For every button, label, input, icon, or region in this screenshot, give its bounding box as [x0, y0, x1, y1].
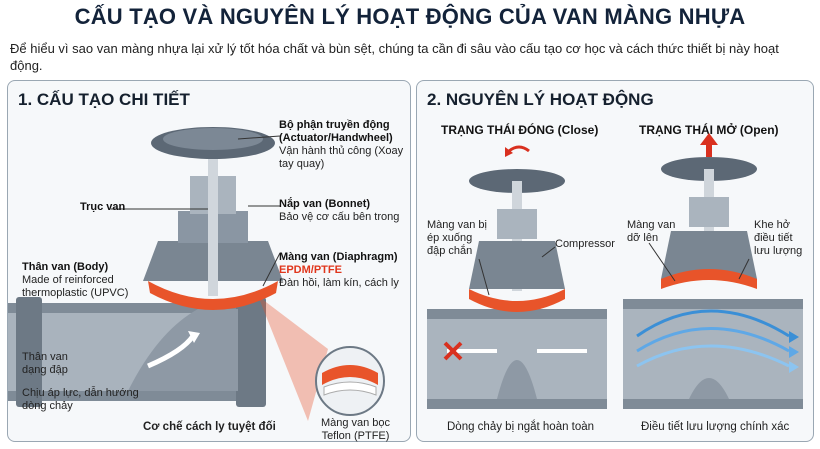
open-flow-3	[636, 344, 790, 368]
pressure-label: Chịu áp lực, dẫn hướng dòng chảy	[22, 387, 139, 412]
rotate-arrow-head	[505, 147, 513, 157]
leader-lifted	[648, 242, 676, 282]
bonnet-desc: Bảo vệ cơ cấu bên trong	[279, 211, 400, 223]
bonnet-label: Nắp van (Bonnet) Bảo vệ cơ cấu bên trong	[279, 198, 407, 224]
open-flow-1	[636, 309, 790, 338]
diaphragm-label: Màng van (Diaphragm) EPDM/PTFE Đàn hồi, …	[279, 251, 407, 290]
closed-state-title: TRẠNG THÁI ĐÓNG (Close)	[441, 123, 599, 137]
ptfe-callout-label: Màng van bọc Teflon (PTFE)	[320, 417, 391, 442]
flow-arrow	[147, 334, 196, 369]
operation-figures	[427, 133, 803, 409]
rotate-arrow	[508, 145, 530, 153]
actuator-title: Bộ phận truyền động (Actuator/Handwheel)	[279, 119, 393, 144]
open-weir	[689, 378, 729, 399]
operation-heading: 2. NGUYÊN LÝ HOẠT ĐỘNG	[427, 90, 654, 109]
diaphragm-title: Màng van (Diaphragm)	[279, 251, 398, 263]
flow-arrow-head	[188, 331, 200, 343]
body-weir	[128, 309, 238, 391]
leader-actuator	[237, 135, 281, 140]
structure-panel: 1. CẤU TẠO CHI TIẾT Bộ phận truyền động	[7, 80, 411, 442]
isolation-caption: Cơ chế cách ly tuyệt đối	[143, 421, 276, 433]
open-flow-head-3	[789, 361, 799, 373]
actuator-desc: Vận hành thủ công (Xoay tay quay)	[279, 145, 404, 170]
open-state-title: TRẠNG THÁI MỞ (Open)	[639, 123, 779, 137]
closed-valve	[427, 145, 607, 409]
intro-text: Để hiểu vì sao van màng nhựa lại xử lý t…	[10, 41, 779, 73]
gap-label: Khe hở điều tiết lưu lượng	[754, 219, 803, 257]
pipe-flange-left	[16, 297, 42, 407]
open-flow-2	[636, 327, 790, 353]
page-title: CẤU TẠO VÀ NGUYÊN LÝ HOẠT ĐỘNG CỦA VAN M…	[74, 4, 746, 29]
closed-bonnet	[469, 241, 565, 289]
callout-beam	[258, 296, 328, 421]
body-desc: Made of reinforced thermoplastic (UPVC)	[22, 274, 129, 299]
leader-pressed	[478, 258, 490, 296]
lift-arrow-head	[700, 133, 718, 145]
diaphragm-desc: Đàn hồi, làm kín, cách ly	[279, 277, 399, 289]
closed-caption: Dòng chảy bị ngắt hoàn toàn	[447, 421, 595, 433]
ptfe-callout-circle	[315, 346, 385, 416]
open-valve	[623, 133, 803, 409]
leader-compressor	[541, 246, 556, 258]
compressor-label: Compressor	[555, 238, 615, 250]
open-caption: Điều tiết lưu lượng chính xác	[641, 421, 790, 433]
closed-diaphragm	[469, 289, 565, 312]
closed-x-mark-2	[443, 341, 463, 361]
ptfe-film	[323, 381, 377, 396]
bonnet-title: Nắp van (Bonnet)	[279, 198, 371, 210]
diaphragm-material: EPDM/PTFE	[279, 264, 342, 276]
leader-diaphragm	[262, 252, 281, 287]
open-bonnet	[661, 231, 757, 279]
open-flow-head-2	[789, 346, 799, 358]
body-label: Thân van (Body) Made of reinforced therm…	[22, 261, 142, 300]
lift-arrow-shaft	[706, 143, 712, 157]
closed-weir	[497, 360, 537, 399]
open-diaphragm	[661, 269, 757, 289]
lifted-label: Màng van dỡ lên	[627, 219, 676, 244]
valve-cross-section	[8, 127, 385, 421]
leader-gap	[738, 258, 750, 280]
structure-heading: 1. CẤU TẠO CHI TIẾT	[18, 90, 190, 109]
pressed-label: Màng van bị ép xuống đập chắn	[427, 219, 487, 257]
operation-panel: 2. NGUYÊN LÝ HOẠT ĐỘNG TRẠNG THÁI ĐÓNG (…	[416, 80, 814, 442]
actuator-label: Bộ phận truyền động (Actuator/Handwheel)…	[279, 119, 407, 171]
handwheel-top	[163, 128, 263, 150]
open-stem-housing	[689, 197, 729, 227]
open-flow-head-1	[789, 331, 799, 343]
diaphragm	[148, 281, 278, 310]
stem-label: Trục van	[80, 201, 126, 213]
closed-stem-housing	[497, 209, 537, 239]
weir-label: Thân van dạng đập	[22, 351, 68, 376]
pipe-flange-right	[236, 297, 266, 407]
body-title: Thân van (Body)	[22, 261, 109, 273]
ptfe-layer	[322, 365, 378, 385]
stem	[208, 156, 218, 296]
